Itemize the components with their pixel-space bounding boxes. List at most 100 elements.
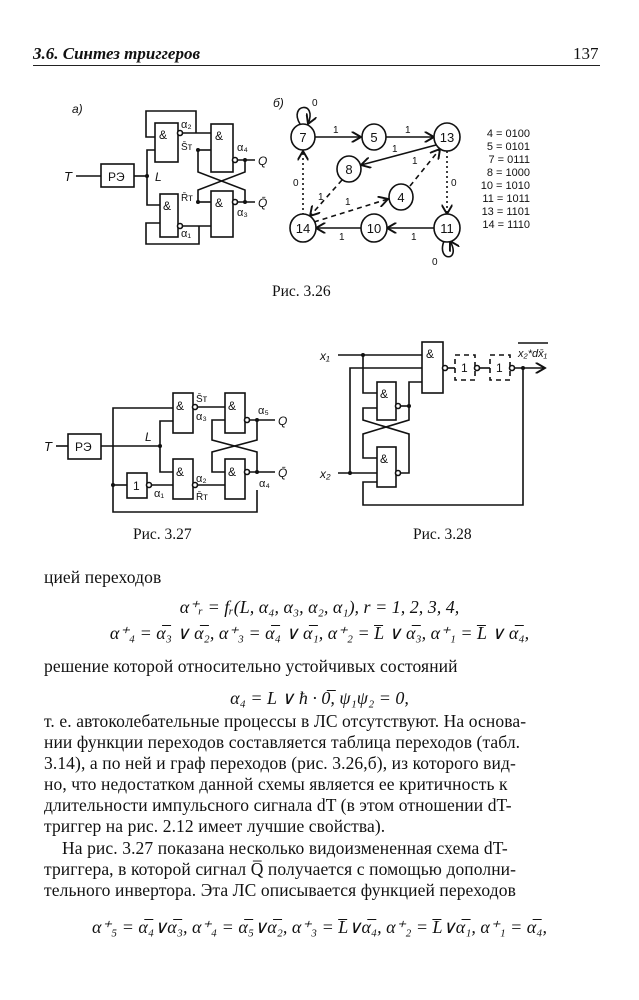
body-text-line: цией переходов [44, 567, 162, 587]
state-node: 5 [361, 123, 387, 151]
state-node: 10 [360, 213, 388, 243]
svg-text:4: 4 [397, 190, 404, 205]
svg-text:8: 8 [345, 162, 352, 177]
svg-text:14 = 1110: 14 = 1110 [482, 219, 530, 231]
panel-label-a: а) [72, 102, 83, 116]
figures: а) T РЭ L & & & & [44, 96, 548, 513]
label-alpha4: α₄ [237, 142, 248, 154]
and-symbol: & [380, 452, 388, 466]
label-alpha1: α₁ [154, 488, 164, 500]
header-rule [33, 65, 600, 66]
state-node: 14 [289, 213, 317, 243]
label-alpha5: α₅ [258, 405, 269, 417]
equation-2: α⁺₄ = α̅₃ ∨ α̅₂, α⁺₃ = α̅₄ ∨ α̅₁, α⁺₂ = … [109, 623, 530, 643]
and-gate [172, 392, 194, 434]
paragraph-line: длительности импульсного сигнала dT (в э… [44, 795, 512, 815]
figure-3-26b-transition-graph: б) 1 1 1 1 1 1 0 0 1 1 0 0 [273, 96, 530, 268]
output-q: Q [258, 154, 267, 168]
figure-caption-3-26: Рис. 3.26 [272, 283, 331, 300]
svg-text:5 = 0101: 5 = 0101 [487, 141, 530, 153]
and-gate [224, 458, 246, 500]
edge-label: 1 [405, 125, 411, 136]
optional-inverter [454, 354, 476, 381]
equation-4: α⁺₅ = α̅₄∨α̅₃, α⁺₄ = α̅₅∨α̅₂, α⁺₃ = L̅∨α… [92, 917, 547, 937]
shaper-label: РЭ [75, 440, 92, 454]
paragraph-line: триггера, в которой сигнал Q̅ получается… [44, 859, 517, 879]
paragraph-line: но, что недостатком данной схемы являетс… [44, 774, 508, 794]
figure-3-28-circuit: x₁ x₂ & 1 1 x₂*dx̄₁ & [319, 341, 548, 506]
svg-text:7: 7 [299, 130, 306, 145]
input-x2: x₂ [319, 467, 331, 481]
state-node: 13 [433, 122, 461, 152]
equation-1: α⁺ᵣ = fᵣ(L, α₄, α₃, α₂, α₁), r = 1, 2, 3… [179, 597, 460, 617]
label-s: S̄т [196, 392, 208, 405]
and-symbol: & [163, 199, 171, 213]
output-q: Q [278, 414, 287, 428]
state-node: 4 [388, 183, 414, 211]
and-gate [376, 381, 397, 421]
node-label-l: L [155, 170, 162, 184]
and-gate [172, 458, 194, 500]
paragraph-line: тельного инвертора. Эта ЛС описывается ф… [44, 880, 516, 900]
figure-3-27-circuit: T РЭ L 1 & & & & [44, 392, 287, 513]
svg-text:10: 10 [367, 221, 381, 236]
label-alpha2: α₂ [181, 119, 192, 131]
and-symbol: & [426, 347, 434, 361]
and-symbol: & [228, 399, 236, 413]
edge-label: 1 [345, 197, 351, 208]
and-gate [224, 392, 246, 434]
edge-label: 1 [412, 156, 418, 167]
label-alpha2: α₂ [196, 473, 207, 485]
edge-label: 1 [318, 192, 324, 203]
inverter-symbol: 1 [133, 479, 140, 493]
svg-text:7 = 0111: 7 = 0111 [489, 154, 531, 166]
and-gate [154, 122, 179, 163]
svg-text:11: 11 [440, 221, 454, 236]
svg-text:10 = 1010: 10 = 1010 [481, 180, 530, 192]
paragraph-line: На рис. 3.27 показана несколько видоизме… [62, 838, 508, 858]
edge-label: 1 [339, 232, 345, 243]
shaper-label: РЭ [108, 170, 125, 184]
svg-text:8 = 1000: 8 = 1000 [487, 167, 530, 179]
and-gate [159, 193, 179, 238]
figure-caption-3-27: Рис. 3.27 [133, 526, 192, 543]
input-x1: x₁ [319, 349, 330, 363]
state-node: 7 [290, 123, 316, 151]
inverter-symbol: 1 [461, 361, 468, 375]
label-alpha1: α₁ [181, 228, 191, 240]
inverter-symbol: 1 [496, 361, 503, 375]
section-header: 3.6. Синтез триггеров [33, 44, 201, 63]
svg-text:11 = 1011: 11 = 1011 [482, 193, 530, 205]
svg-text:13 = 1101: 13 = 1101 [482, 206, 530, 218]
state-node: 11 [433, 213, 461, 243]
edge-label: 1 [411, 232, 417, 243]
figure-3-26a-circuit: а) T РЭ L & & & & [64, 102, 267, 245]
and-symbol: & [380, 387, 388, 401]
output-nq: Q̄ [258, 196, 267, 210]
label-r: R̄т [181, 191, 193, 204]
svg-text:5: 5 [370, 130, 377, 145]
paragraph-line: 3.14), а по ней и граф переходов (рис. 3… [44, 753, 516, 773]
body-text-line: решение которой относительно устойчивых … [44, 656, 458, 676]
page-number: 137 [573, 44, 599, 63]
svg-text:14: 14 [296, 221, 310, 236]
paragraph-line: т. е. автоколебательные процессы в ЛС от… [44, 711, 527, 731]
optional-inverter [489, 354, 511, 381]
output-label: x₂*dx̄₁ [517, 348, 548, 360]
and-gate [376, 446, 397, 488]
and-symbol: & [159, 128, 167, 142]
label-r: R̄т [196, 490, 208, 503]
and-gate [210, 123, 234, 173]
paragraph-line: нии функции переходов составляется табли… [44, 732, 521, 752]
and-symbol: & [228, 465, 236, 479]
label-s: S̄т [181, 140, 193, 153]
edge-label: 0 [293, 178, 299, 189]
figure-caption-3-28: Рис. 3.28 [413, 526, 472, 543]
label-alpha3: α₃ [196, 411, 207, 423]
and-gate [210, 190, 234, 238]
panel-label-b: б) [273, 96, 284, 110]
svg-text:4 = 0100: 4 = 0100 [487, 128, 530, 140]
edge-label: 0 [432, 257, 438, 268]
and-symbol: & [215, 129, 223, 143]
